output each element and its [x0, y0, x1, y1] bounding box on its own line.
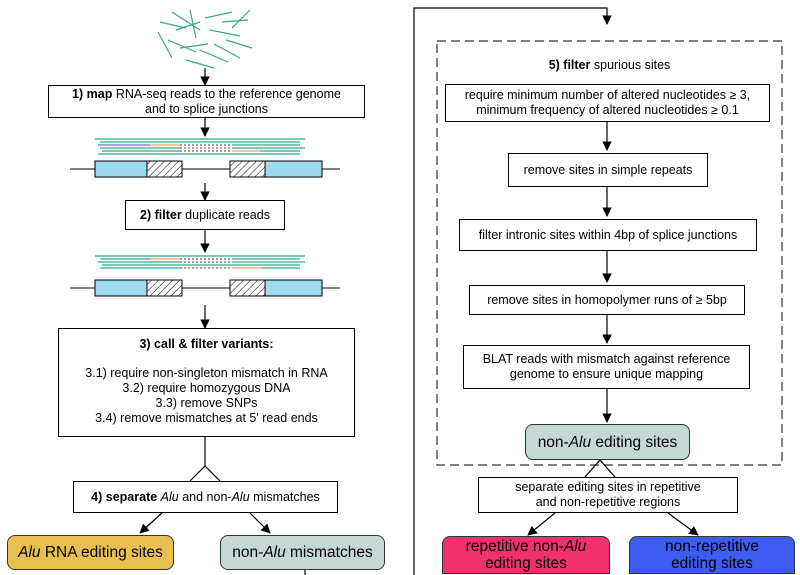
non-repetitive-box: non-repetitive editing sites: [629, 536, 795, 574]
alu-editing-sites-box: Alu RNA editing sites: [7, 535, 174, 570]
step2-filter-box: 2) filter duplicate reads: [125, 200, 285, 230]
left-flow-arrows: [139, 68, 306, 575]
read-alignment-1: [70, 138, 340, 178]
filter-intronic-sites-box: filter intronic sites within 4bp of spli…: [459, 219, 757, 251]
step5-dashed-frame: [436, 40, 783, 466]
non-alu-editing-sites-box: non-Alu editing sites: [525, 424, 690, 460]
repetitive-non-alu-box: repetitive non-Alu editing sites: [442, 536, 610, 574]
non-alu-mismatches-box: non-Alu mismatches: [220, 535, 385, 570]
step3-variants-box: 3) call & filter variants: 3.1) require …: [58, 328, 355, 437]
step1-map-box: 1) map RNA-seq reads to the reference ge…: [48, 85, 365, 118]
blat-reads-box: BLAT reads with mismatch against referen…: [463, 345, 750, 389]
filter-homopolymer-box: remove sites in homopolymer runs of ≥ 5b…: [469, 285, 745, 315]
filter-simple-repeats-box: remove sites in simple repeats: [508, 153, 708, 187]
right-flow-arrows: [527, 122, 699, 536]
raw-reads-icon: [157, 9, 253, 69]
filter-min-altered-box: require minimum number of altered nucleo…: [445, 84, 770, 122]
column-connector: [413, 7, 612, 575]
step5-title: 5) filter spurious sites: [548, 58, 671, 72]
separate-repetitive-box: separate editing sites in repetitive and…: [478, 477, 738, 513]
read-alignment-2: [70, 255, 340, 297]
step4-separate-box: 4) separate Alu and non-Alu mismatches: [73, 481, 338, 513]
